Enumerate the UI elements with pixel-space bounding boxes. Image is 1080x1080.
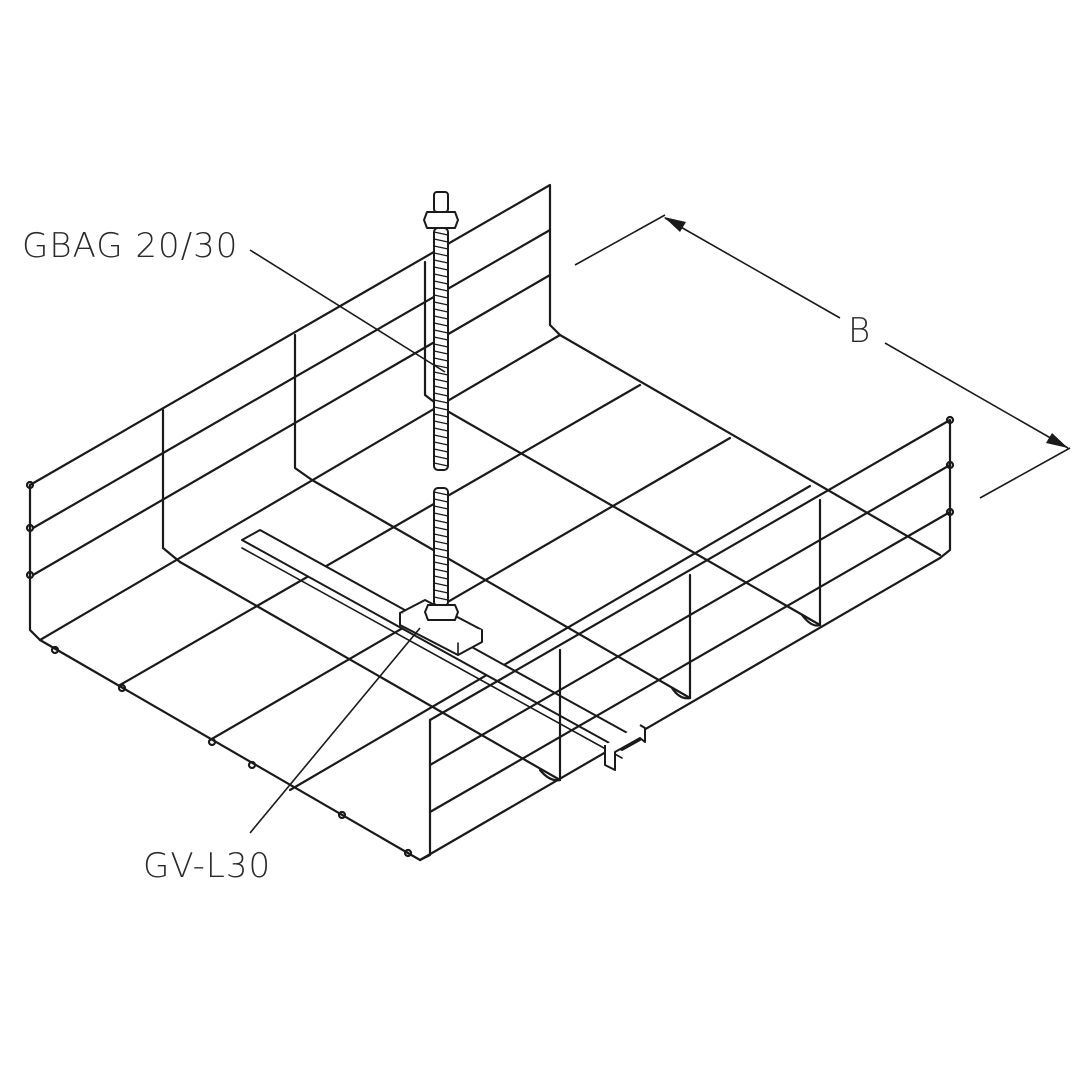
thread-mark <box>433 455 449 460</box>
thread-mark <box>433 582 449 587</box>
thread-mark <box>433 491 449 496</box>
thread-mark <box>433 371 449 376</box>
thread-mark <box>433 427 449 432</box>
clamp-plate <box>399 599 483 656</box>
thread-mark <box>433 266 449 271</box>
thread-mark <box>433 448 449 453</box>
thread-mark <box>433 273 449 278</box>
thread-mark <box>433 322 449 327</box>
width-dimension-label: B <box>848 311 871 351</box>
clamp-leader <box>249 627 421 834</box>
thread-mark <box>433 399 449 404</box>
thread-mark <box>433 287 449 292</box>
thread-mark <box>433 301 449 306</box>
thread-mark <box>433 392 449 397</box>
threaded-rod-label: GBAG 20/30 <box>22 226 238 266</box>
thread-mark <box>433 575 449 580</box>
thread-mark <box>433 441 449 446</box>
bottom-long-wires <box>38 333 942 862</box>
thread-mark <box>433 420 449 425</box>
thread-mark <box>433 385 449 390</box>
thread-mark <box>433 406 449 411</box>
thread-mark <box>433 280 449 285</box>
threaded-rod-leader <box>249 249 446 373</box>
front-side-wall <box>418 415 955 862</box>
thread-mark <box>433 315 449 320</box>
thread-mark <box>433 554 449 559</box>
thread-mark <box>433 294 449 299</box>
thread-mark <box>433 238 449 243</box>
thread-mark <box>433 533 449 538</box>
thread-mark <box>433 259 449 264</box>
thread-mark <box>433 519 449 524</box>
thread-mark <box>433 547 449 552</box>
thread-mark <box>433 364 449 369</box>
wire-end-dots <box>50 645 413 858</box>
thread-mark <box>433 231 449 236</box>
thread-mark <box>433 540 449 545</box>
thread-mark <box>433 505 449 510</box>
thread-mark <box>433 308 449 313</box>
thread-mark <box>433 350 449 355</box>
thread-mark <box>433 498 449 503</box>
thread-mark <box>433 596 449 601</box>
clamp-label: GV-L30 <box>143 846 271 886</box>
thread-mark <box>433 329 449 334</box>
thread-mark <box>433 526 449 531</box>
thread-mark <box>433 462 449 467</box>
threaded-rod <box>423 191 459 608</box>
thread-mark <box>433 589 449 594</box>
back-side-wall <box>25 183 562 642</box>
thread-mark <box>433 343 449 348</box>
thread-mark <box>433 413 449 418</box>
thread-mark <box>433 512 449 517</box>
thread-mark <box>433 434 449 439</box>
thread-mark <box>433 561 449 566</box>
thread-mark <box>433 568 449 573</box>
bottom-cross-wires <box>38 333 942 862</box>
thread-mark <box>433 245 449 250</box>
thread-mark <box>433 336 449 341</box>
thread-mark <box>433 357 449 362</box>
thread-mark <box>433 378 449 383</box>
thread-mark <box>433 252 449 257</box>
dimension-b <box>574 214 1071 499</box>
rod-thread-marks <box>433 231 449 608</box>
